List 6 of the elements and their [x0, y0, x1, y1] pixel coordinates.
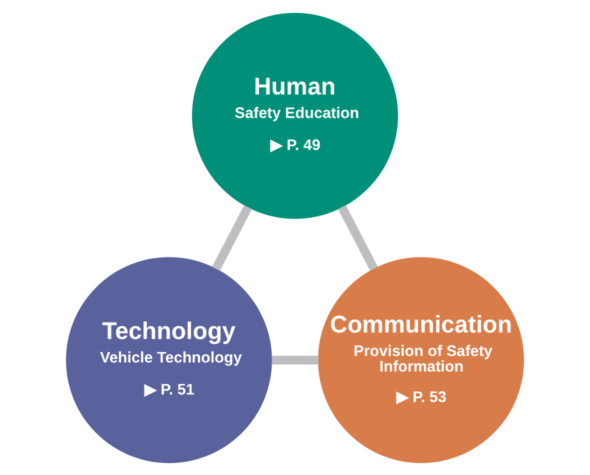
- node-circle: Technology Vehicle Technology ▶ P. 51: [66, 256, 272, 463]
- node-circle: Communication Provision of Safety Information ▶ P. 53: [318, 256, 524, 463]
- connector: [212, 204, 252, 270]
- connector: [338, 204, 378, 270]
- connector: [272, 355, 318, 364]
- node-circle: Human Safety Education ▶ P. 49: [192, 12, 398, 218]
